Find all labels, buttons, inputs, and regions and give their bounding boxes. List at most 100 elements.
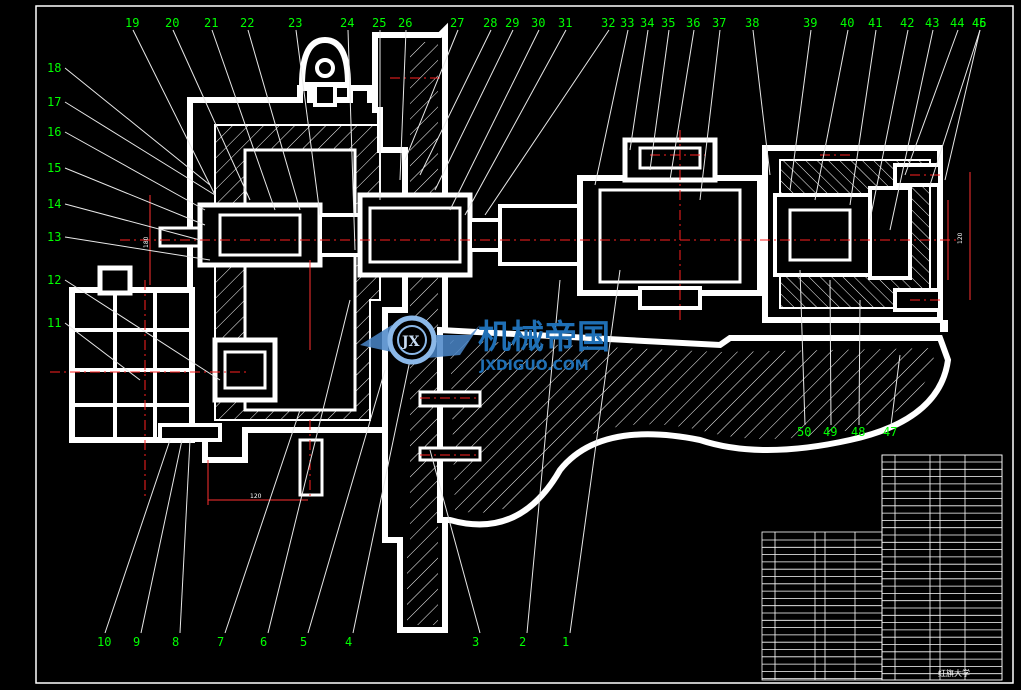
leader-line xyxy=(799,269,806,426)
callout-label: 47 xyxy=(883,425,897,439)
callout-label: 12 xyxy=(47,273,61,287)
callout-label: 46 xyxy=(972,16,986,30)
leader-line xyxy=(347,29,356,251)
callout-label: 37 xyxy=(712,16,726,30)
callout-label: 34 xyxy=(640,16,654,30)
callout-label: 29 xyxy=(505,16,519,30)
callout-label: 27 xyxy=(450,16,464,30)
title-block-school: 红旗大学 xyxy=(938,668,970,678)
callout-label: 38 xyxy=(745,16,759,30)
callout-label: 25 xyxy=(372,16,386,30)
lifting-eye xyxy=(298,36,352,107)
main-shaft xyxy=(498,137,763,310)
callout-label: 5 xyxy=(300,635,307,649)
callout-label: 4 xyxy=(345,635,352,649)
leader-line xyxy=(64,131,206,211)
callout-label: 6 xyxy=(260,635,267,649)
right-end-housing xyxy=(762,145,948,332)
callout-label: 30 xyxy=(531,16,545,30)
callout-label: 26 xyxy=(398,16,412,30)
callout-label: 15 xyxy=(47,161,61,175)
callout-label: 44 xyxy=(950,16,964,30)
callout-label: 22 xyxy=(240,16,254,30)
leader-lines xyxy=(64,29,981,634)
callout-label: 36 xyxy=(686,16,700,30)
leader-line xyxy=(752,29,771,176)
leader-line xyxy=(64,167,206,226)
leader-line xyxy=(247,29,301,211)
callout-label: 28 xyxy=(483,16,497,30)
callout-label: 45 xyxy=(972,16,986,30)
leader-line xyxy=(352,359,411,634)
callout-label: 1 xyxy=(562,635,569,649)
callout-label: 3 xyxy=(472,635,479,649)
leader-line xyxy=(890,354,901,426)
callout-label: 2 xyxy=(519,635,526,649)
dimension-label-bottom: 120 xyxy=(250,493,262,500)
leader-line xyxy=(814,29,849,201)
leader-line xyxy=(699,29,721,201)
callout-label: 21 xyxy=(204,16,218,30)
leader-line xyxy=(295,29,321,216)
parts-list-table xyxy=(761,454,1003,681)
leader-line xyxy=(64,279,221,381)
callout-label: 18 xyxy=(47,61,61,75)
leader-line xyxy=(889,29,934,231)
leader-line xyxy=(267,299,351,634)
watermark-logo: JX 机械帝国 JXDIGUO.COM xyxy=(360,315,610,374)
leader-line xyxy=(429,449,481,634)
leader-line xyxy=(858,299,861,426)
leader-line xyxy=(594,29,629,186)
leader-line xyxy=(64,67,211,186)
leader-line xyxy=(904,29,959,176)
leader-line xyxy=(569,269,621,634)
callout-label: 20 xyxy=(165,16,179,30)
callout-label: 13 xyxy=(47,230,61,244)
watermark-title: 机械帝国 xyxy=(478,317,610,356)
leader-line xyxy=(849,29,877,206)
leader-line xyxy=(179,439,191,634)
callout-label: 8 xyxy=(172,635,179,649)
callout-label: 10 xyxy=(97,635,111,649)
leader-line xyxy=(224,409,301,634)
input-shaft xyxy=(158,192,502,278)
leader-line xyxy=(419,29,492,176)
callout-label: 41 xyxy=(868,16,882,30)
leader-line xyxy=(404,29,459,161)
leader-line xyxy=(434,29,514,191)
leader-line xyxy=(172,29,251,201)
center-lines xyxy=(50,77,960,500)
leader-line xyxy=(140,439,183,634)
leader-line xyxy=(484,29,610,216)
dimension-label-left: 180 xyxy=(143,236,150,248)
callout-label: 50 xyxy=(797,425,811,439)
leader-line xyxy=(211,29,276,211)
callouts-bottom: 10 9 8 7 6 5 4 3 2 1 xyxy=(97,635,569,649)
callout-label: 7 xyxy=(217,635,224,649)
leader-line xyxy=(669,29,695,181)
callout-label: 48 xyxy=(851,425,865,439)
lower-shaft xyxy=(212,337,278,403)
callout-label: 17 xyxy=(47,95,61,109)
callout-label: 23 xyxy=(288,16,302,30)
leader-line xyxy=(132,29,216,196)
callout-label: 9 xyxy=(133,635,140,649)
leader-line xyxy=(464,29,567,216)
callout-label: 24 xyxy=(340,16,354,30)
leader-line xyxy=(64,236,211,261)
leader-line xyxy=(789,29,812,191)
leader-line xyxy=(104,439,171,634)
main-arm-body xyxy=(437,326,952,528)
motor-block xyxy=(69,265,222,443)
leader-line xyxy=(64,322,141,381)
leader-line xyxy=(449,29,540,211)
callout-label: 35 xyxy=(661,16,675,30)
callout-label: 11 xyxy=(47,316,61,330)
dimension-lines xyxy=(149,172,971,505)
callout-label: 39 xyxy=(803,16,817,30)
dimension-label-right: 120 xyxy=(957,232,964,244)
callout-label: 40 xyxy=(840,16,854,30)
watermark-logo-letters: JX xyxy=(400,334,420,350)
